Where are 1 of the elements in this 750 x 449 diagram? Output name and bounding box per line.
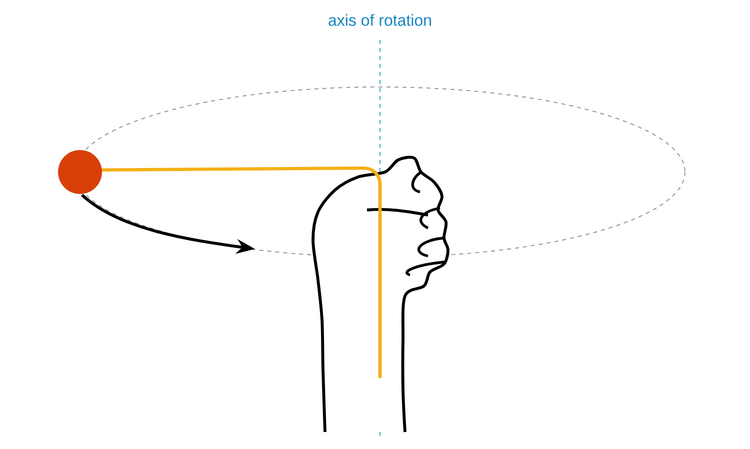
axis-label: axis of rotation xyxy=(328,14,431,26)
